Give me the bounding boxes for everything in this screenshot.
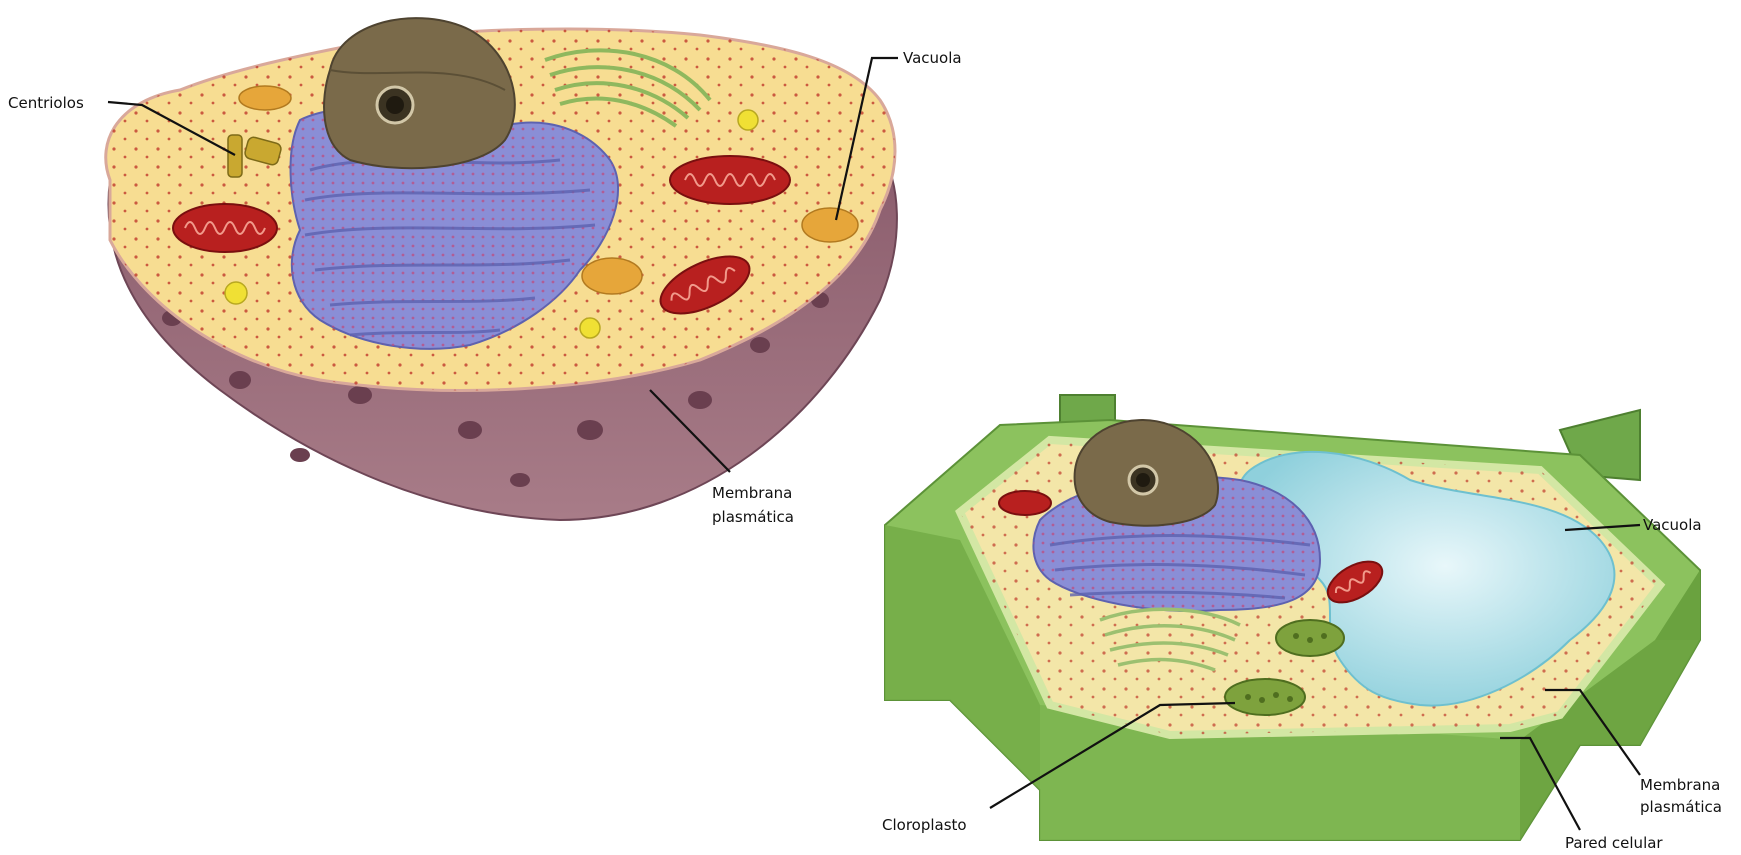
animal-label-centriolos: Centriolos bbox=[8, 94, 84, 112]
plant-label-vacuola: Vacuola bbox=[1643, 516, 1702, 534]
animal-label-membrana-line2: plasmática bbox=[712, 508, 794, 526]
plant-label-pared-celular: Pared celular bbox=[1565, 834, 1663, 852]
animal-cell: Centriolos Vacuola Membrana plasmática bbox=[8, 18, 962, 526]
animal-label-vacuola: Vacuola bbox=[903, 49, 962, 67]
animal-label-membrana-line1: Membrana bbox=[712, 484, 792, 502]
plant-label-membrana-line1: Membrana bbox=[1640, 776, 1720, 794]
plant-cell: Vacuola Cloroplasto Membrana plasmática … bbox=[882, 395, 1722, 852]
plant-label-cloroplasto: Cloroplasto bbox=[882, 816, 967, 834]
plant-label-membrana-line2: plasmática bbox=[1640, 798, 1722, 816]
animal-nucleus bbox=[324, 18, 515, 168]
